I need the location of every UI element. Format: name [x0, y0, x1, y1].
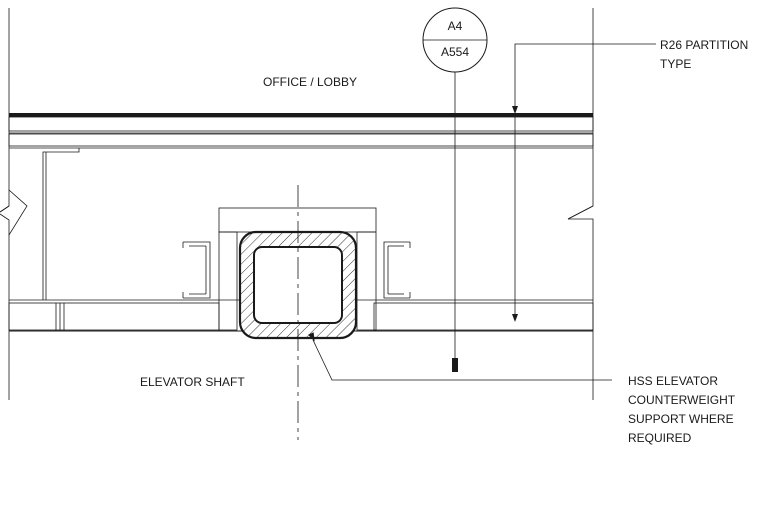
c-channel-left: [182, 241, 211, 299]
c-channel-right: [383, 241, 411, 299]
upper-partition-wall: [8, 113, 594, 149]
partition-note-line2: TYPE: [660, 57, 691, 71]
hss-note-line3: SUPPORT WHERE: [628, 412, 734, 426]
section-cut-line: [452, 68, 458, 372]
hss-note-line1: HSS ELEVATOR: [628, 374, 718, 388]
section-marker: A4 A554: [422, 7, 488, 73]
break-line-right: [567, 190, 594, 235]
room-label-upper: OFFICE / LOBBY: [263, 75, 357, 89]
section-marker-detail: A4: [448, 19, 463, 33]
partition-leader: [512, 43, 656, 322]
hss-note-line2: COUNTERWEIGHT: [628, 393, 736, 407]
room-label-lower: ELEVATOR SHAFT: [140, 375, 245, 389]
hss-note-line4: REQUIRED: [628, 431, 692, 445]
break-line-left: [0, 189, 28, 237]
boundary-lines: [8, 8, 594, 400]
section-marker-sheet: A554: [441, 45, 469, 59]
hss-leader: [308, 332, 612, 381]
partition-note-line1: R26 PARTITION: [660, 38, 748, 52]
left-stud-frame: [42, 148, 80, 300]
